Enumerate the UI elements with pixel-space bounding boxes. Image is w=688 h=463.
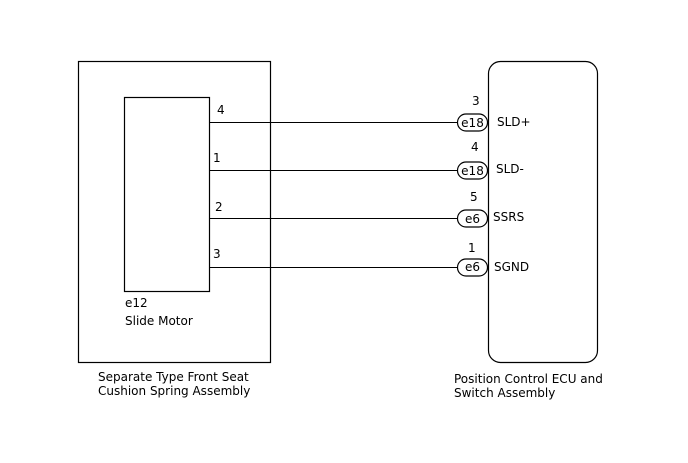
ecu-box (487, 60, 599, 364)
slide-motor-box (123, 96, 211, 293)
signal-label: SSRS (493, 210, 524, 224)
connector-label: e18 (461, 116, 484, 130)
right-caption-line2: Switch Assembly (454, 386, 555, 400)
wire-row: e6 2 5 SSRS (209, 190, 524, 228)
connector-pill (456, 161, 489, 180)
wire-row: e18 4 3 SLD+ (209, 94, 531, 132)
left-pin-number: 4 (217, 103, 225, 117)
connector-label: e18 (461, 164, 484, 178)
seat-cushion-assembly-box (77, 60, 272, 364)
left-pin-number: 1 (213, 151, 221, 165)
left-pin-number: 2 (215, 200, 223, 214)
signal-label: SLD- (496, 162, 524, 176)
connector-label: e6 (465, 260, 480, 274)
motor-name-label: Slide Motor (125, 314, 193, 328)
connector-pill (456, 258, 489, 277)
left-caption-line1: Separate Type Front Seat (98, 370, 249, 384)
signal-label: SGND (494, 260, 529, 274)
left-pin-number: 3 (213, 247, 221, 261)
right-pin-number: 1 (468, 241, 476, 255)
wire-row: e18 1 4 SLD- (209, 140, 524, 180)
connector-pill (456, 113, 489, 132)
signal-label: SLD+ (497, 115, 531, 129)
wire-row: e6 3 1 SGND (209, 241, 529, 277)
left-caption-line2: Cushion Spring Assembly (98, 384, 250, 398)
right-pin-number: 5 (470, 190, 478, 204)
motor-connector-label: e12 (125, 296, 148, 310)
right-pin-number: 4 (471, 140, 479, 154)
connector-pill (456, 209, 489, 228)
right-caption-line1: Position Control ECU and (454, 372, 603, 386)
right-pin-number: 3 (472, 94, 480, 108)
connector-label: e6 (465, 212, 480, 226)
